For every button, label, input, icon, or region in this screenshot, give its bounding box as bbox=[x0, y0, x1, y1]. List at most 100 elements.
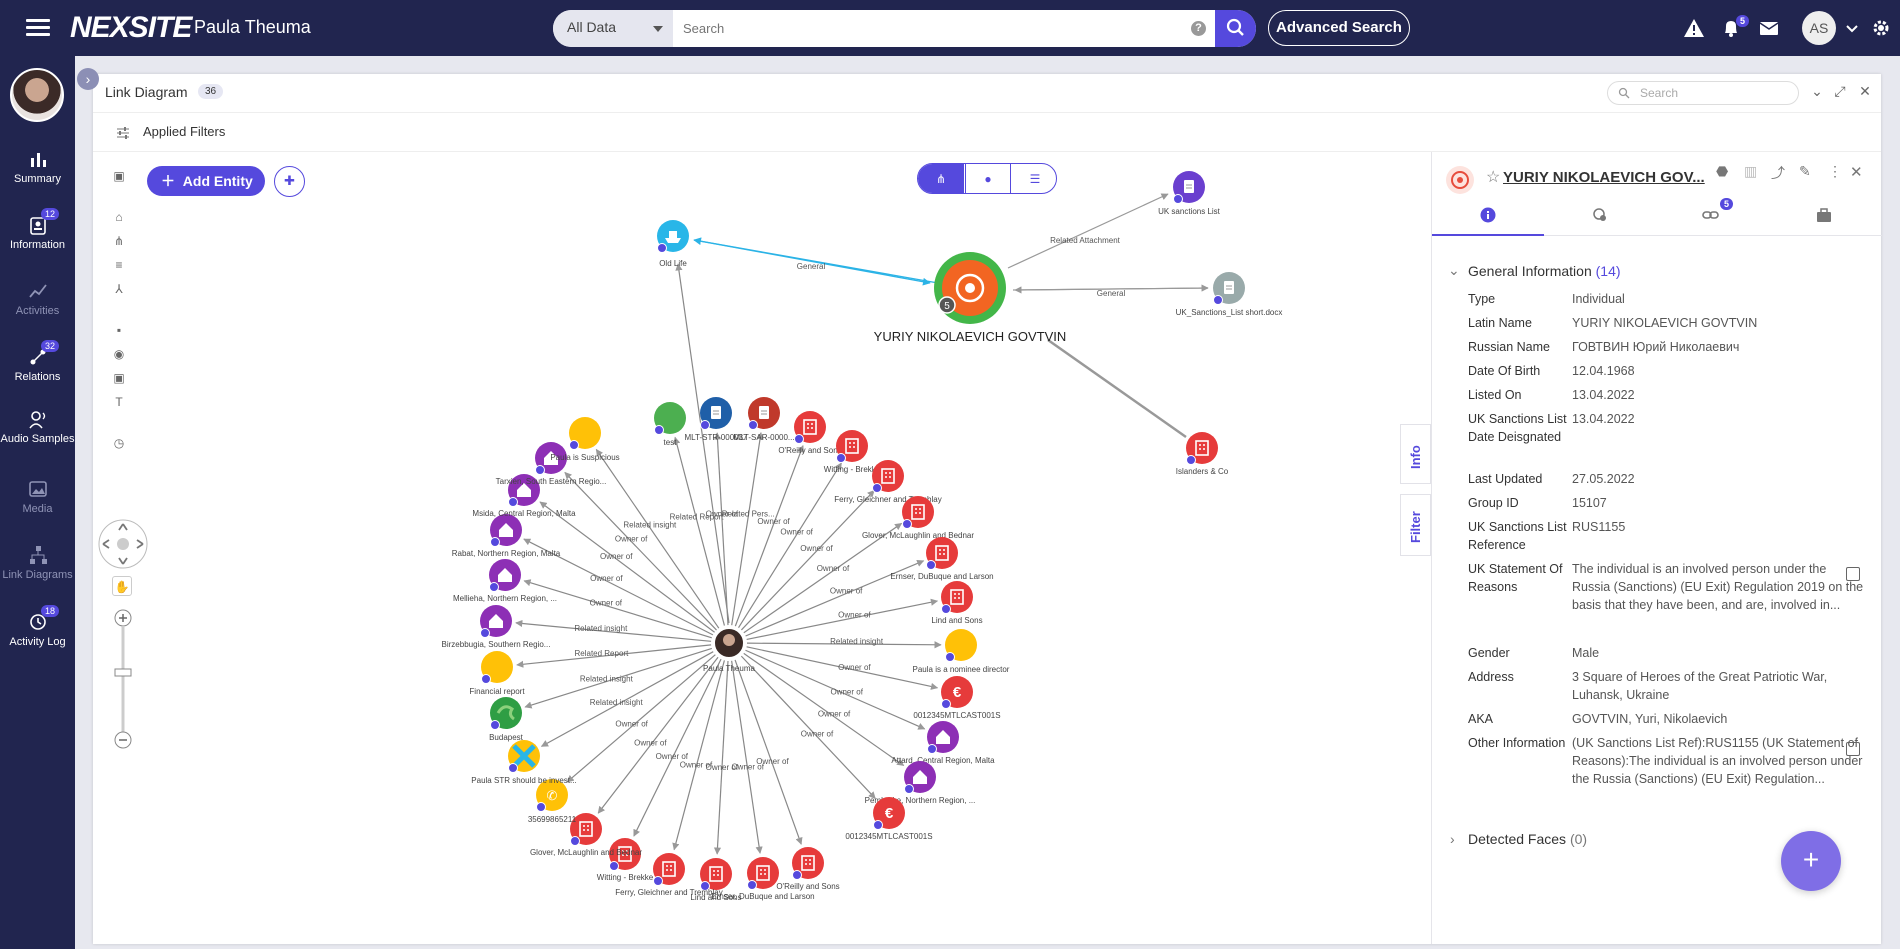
applied-filters-label: Applied Filters bbox=[143, 124, 226, 139]
search-icon bbox=[1226, 18, 1244, 36]
external-link-icon[interactable] bbox=[1846, 742, 1860, 756]
image-icon bbox=[28, 481, 47, 497]
view-switcher: ⋔ ● ☰ bbox=[917, 163, 1057, 194]
face-search-icon bbox=[1593, 208, 1606, 221]
diagram-canvas[interactable] bbox=[93, 152, 1431, 944]
activity-line-icon bbox=[28, 284, 47, 298]
edit-icon[interactable]: ✎ bbox=[1799, 163, 1811, 179]
entity-card-icon[interactable]: ▣ bbox=[113, 169, 125, 183]
zoom-slider[interactable] bbox=[113, 608, 133, 750]
diagram-icon bbox=[29, 546, 47, 564]
tab-info[interactable] bbox=[1432, 192, 1544, 236]
target-icon bbox=[1446, 166, 1474, 194]
nav-summary[interactable]: Summary bbox=[0, 148, 75, 185]
entity-tabs: 5 bbox=[1432, 192, 1882, 236]
nav-audio-samples[interactable]: Audio Samples bbox=[0, 408, 75, 445]
clock-icon[interactable]: ◷ bbox=[113, 436, 125, 450]
filter-side-tab[interactable]: Filter bbox=[1400, 494, 1431, 556]
user-avatar[interactable]: AS bbox=[1802, 11, 1836, 45]
nav-media[interactable]: Media bbox=[0, 478, 75, 515]
tab-cases[interactable] bbox=[1768, 192, 1880, 236]
collapse-nav-button[interactable]: › bbox=[77, 68, 99, 90]
tab-relations[interactable]: 5 bbox=[1656, 192, 1768, 236]
global-search: All Data ? bbox=[553, 10, 1256, 47]
tag-icon[interactable]: ⬣ bbox=[1716, 163, 1729, 179]
nav-activity-log[interactable]: 18 Activity Log bbox=[9, 605, 66, 648]
profile-photo[interactable] bbox=[10, 68, 64, 122]
chevron-down-icon[interactable]: ⌄ bbox=[1811, 83, 1823, 99]
nav-badge: 12 bbox=[41, 208, 60, 220]
nav-badge: 18 bbox=[41, 605, 60, 617]
applied-filters-bar[interactable]: Applied Filters bbox=[93, 112, 1881, 152]
info-side-tab[interactable]: Info bbox=[1400, 424, 1431, 484]
expand-icon[interactable]: ⤢ bbox=[1834, 83, 1846, 99]
external-link-icon[interactable] bbox=[1846, 567, 1860, 581]
home-icon[interactable]: ⌂ bbox=[115, 210, 123, 224]
panel-search-input[interactable]: Search bbox=[1607, 81, 1799, 105]
add-box-icon[interactable]: ✚ bbox=[274, 166, 305, 197]
bar-chart-icon bbox=[30, 153, 46, 167]
chevron-down-icon[interactable] bbox=[1841, 17, 1863, 39]
search-scope-select[interactable]: All Data bbox=[553, 10, 673, 47]
share-icon[interactable]: ⤴ bbox=[1771, 165, 1785, 181]
detected-faces-section[interactable]: ›Detected Faces (0) bbox=[1450, 831, 1588, 847]
path-icon[interactable]: ⅄ bbox=[115, 282, 123, 296]
menu-icon[interactable] bbox=[26, 19, 50, 37]
add-box-icon[interactable]: ▣ bbox=[113, 371, 125, 385]
more-icon[interactable]: ⋮ bbox=[1828, 163, 1842, 179]
close-icon[interactable]: ✕ bbox=[1850, 164, 1863, 181]
add-entity-button[interactable]: ＋ Add Entity bbox=[147, 166, 265, 196]
advanced-search-button[interactable]: Advanced Search bbox=[1268, 10, 1410, 46]
list-view-icon[interactable]: ☰ bbox=[1029, 172, 1041, 186]
mail-icon[interactable] bbox=[1758, 17, 1780, 39]
entity-title[interactable]: YURIY NIKOLAEVICH GOV... bbox=[1503, 169, 1705, 186]
nav-relations[interactable]: 32 Relations bbox=[14, 340, 61, 383]
help-icon[interactable]: ? bbox=[1191, 21, 1206, 36]
tab-faces[interactable] bbox=[1544, 192, 1656, 236]
search-icon bbox=[1618, 87, 1630, 99]
left-nav: Summary 12 Information Activities 32 Rel… bbox=[0, 56, 75, 949]
nav-information[interactable]: 12 Information bbox=[9, 208, 66, 251]
text-size-icon[interactable]: T bbox=[115, 395, 123, 409]
chevron-down-icon bbox=[653, 26, 663, 37]
map-pin-icon[interactable]: ● bbox=[965, 164, 1011, 193]
bell-icon[interactable] bbox=[1720, 17, 1742, 39]
audio-icon bbox=[28, 411, 45, 429]
search-input[interactable] bbox=[683, 21, 1203, 36]
panel-title: Link Diagram bbox=[105, 84, 188, 100]
add-fab-button[interactable]: + bbox=[1781, 831, 1841, 891]
pan-control[interactable] bbox=[97, 518, 149, 570]
sliders-icon[interactable]: ≡ bbox=[115, 258, 123, 272]
chevron-down-icon: ⌄ bbox=[1448, 262, 1460, 278]
notifications-badge: 5 bbox=[1736, 15, 1750, 27]
nav-link-diagrams[interactable]: Link Diagrams bbox=[0, 544, 75, 581]
hierarchy-icon[interactable]: ⋔ bbox=[113, 234, 125, 248]
warning-icon[interactable] bbox=[1683, 17, 1705, 39]
entity-actions: ⬣ ▥ ⤴ ✎ ⋮ ✕ bbox=[1716, 163, 1866, 183]
id-card-icon bbox=[29, 217, 46, 235]
search-button[interactable] bbox=[1215, 10, 1256, 47]
hand-tool-icon[interactable]: ✋ bbox=[112, 576, 132, 596]
entity-info-panel: ☆ YURIY NIKOLAEVICH GOV... ⬣ ▥ ⤴ ✎ ⋮ ✕ 5… bbox=[1431, 152, 1882, 944]
star-icon[interactable]: ☆ bbox=[1486, 169, 1501, 186]
top-bar: NEXSITE Paula Theuma All Data ? Advanced… bbox=[0, 0, 1900, 56]
settings-icon[interactable] bbox=[1870, 17, 1892, 39]
nav-activities[interactable]: Activities bbox=[0, 280, 75, 317]
app-logo[interactable]: NEXSITE bbox=[70, 11, 192, 44]
hierarchy-view-icon[interactable]: ⋔ bbox=[918, 164, 964, 193]
close-icon[interactable]: ✕ bbox=[1859, 83, 1871, 99]
book-icon[interactable]: ▥ bbox=[1744, 163, 1758, 179]
eye-icon[interactable]: ◉ bbox=[113, 347, 125, 361]
general-info-section[interactable]: ⌄General Information (14) bbox=[1448, 262, 1621, 279]
image-icon[interactable]: ▪ bbox=[116, 323, 122, 337]
